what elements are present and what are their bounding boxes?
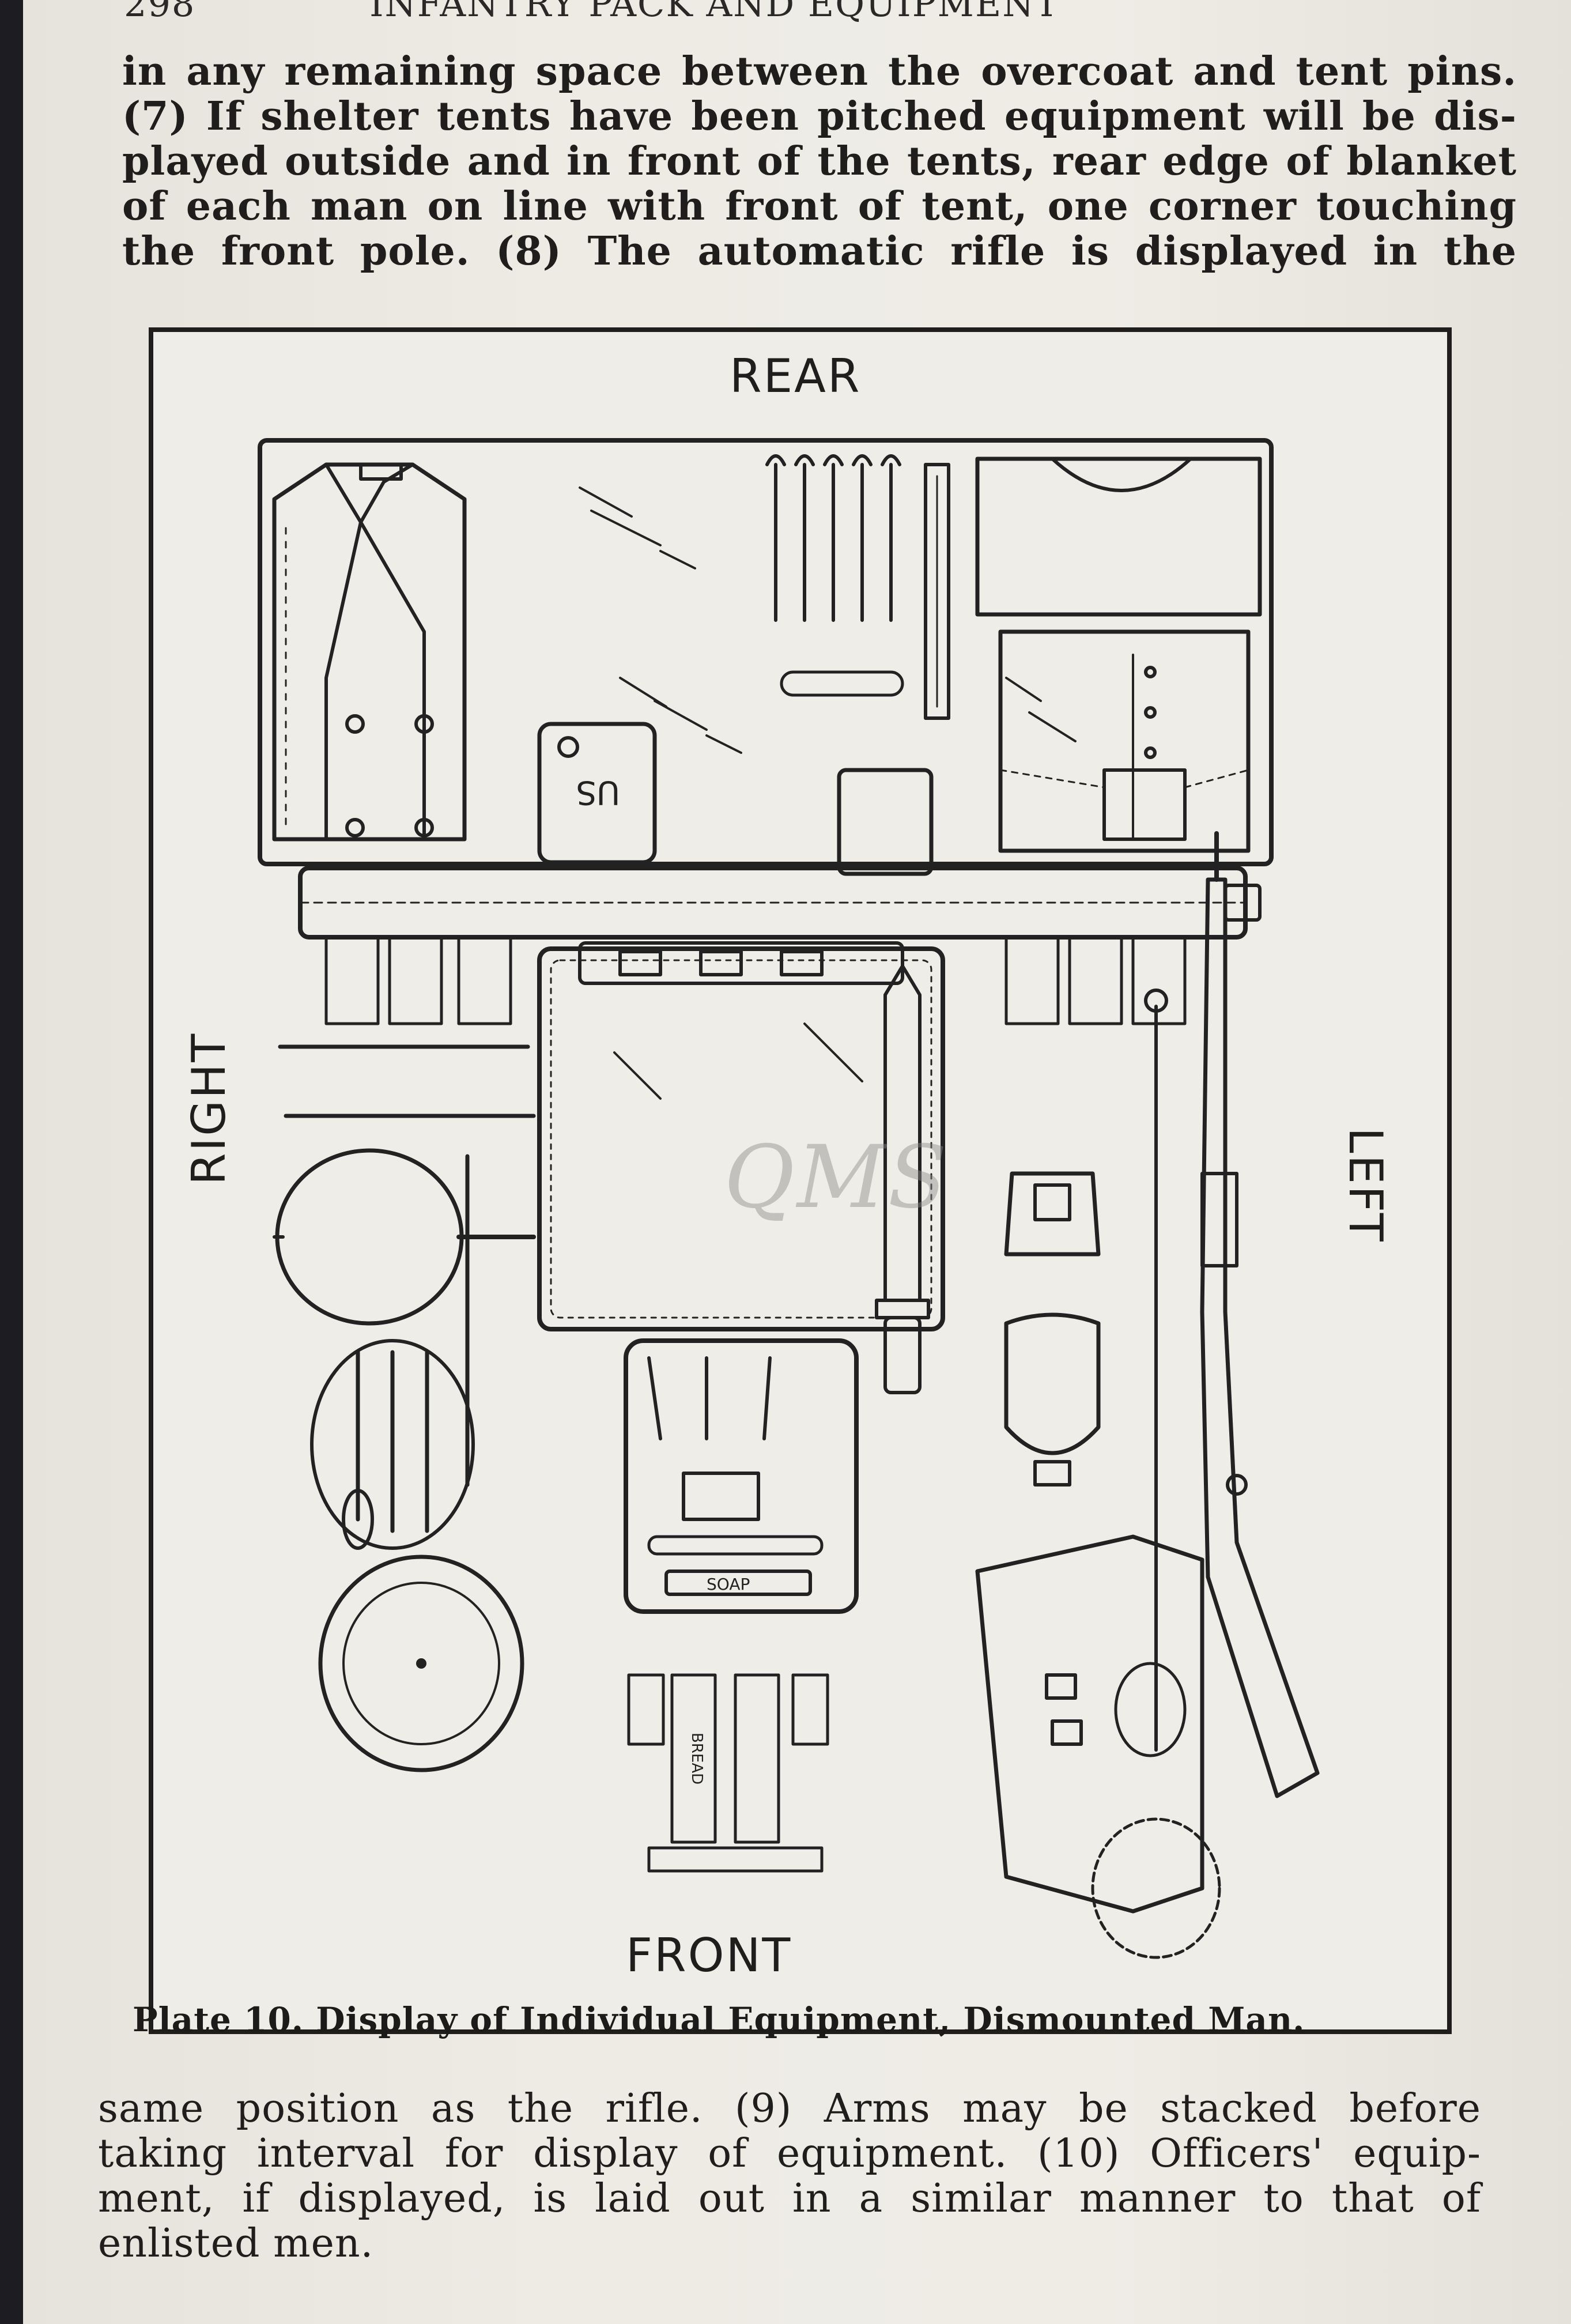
canteen [1004, 1312, 1101, 1487]
condiment-can [1004, 1171, 1101, 1257]
text-line: taking interval for display of equipment… [98, 2131, 1481, 2176]
text-line: same position as the rifle. (9) Arms may… [98, 2086, 1481, 2131]
toilet-articles-roll: SOAP [624, 1338, 859, 1614]
undershirt [975, 456, 1262, 853]
front-label: FRONT [626, 1929, 792, 1982]
blanket-shading [579, 486, 1077, 754]
equipment-drawing: US [258, 438, 1320, 1959]
text-line: in any remaining space between the overc… [122, 48, 1517, 95]
belt-pockets [324, 935, 1187, 1025]
plate-caption: Plate 10. Display of Individual Equipmen… [133, 2000, 1305, 2039]
text-line: enlisted men. [98, 2221, 374, 2266]
plate-illustration: REAR FRONT RIGHT LEFT [149, 327, 1452, 2034]
bayonet [875, 964, 930, 1394]
bread-label: BREAD [688, 1733, 705, 1784]
pack-carrier [975, 1534, 1221, 1959]
condiment-can-lid [318, 1555, 524, 1772]
cartridge-belt [298, 768, 1262, 940]
text-line: (7) If shelter tents have been pitched e… [122, 93, 1517, 139]
text-line: of each man on line with front of tent, … [122, 183, 1517, 229]
tent-pole [924, 463, 950, 720]
reserve-ration-packets: BREAD [627, 1673, 829, 1873]
overcoat [272, 462, 467, 842]
blanket [258, 438, 1274, 866]
meat-can [273, 1148, 536, 1326]
bottom-paragraph: same position as the rifle. (9) Arms may… [98, 2087, 1481, 2266]
tent-stake [278, 1044, 536, 1118]
tent-rope [780, 670, 904, 697]
pouch-us-mark: US [576, 774, 620, 811]
watermark-logo: QMS [724, 1127, 950, 1228]
soap-label: SOAP [707, 1575, 750, 1594]
rear-label: REAR [730, 349, 862, 403]
background-edge [0, 0, 23, 2324]
haversack [537, 941, 945, 1331]
rifle [1200, 831, 1320, 1798]
first-aid-pouch: US [537, 722, 657, 865]
text-line: ment, if displayed, is laid out in a sim… [98, 2176, 1481, 2221]
running-head: 298 INFANTRY PACK AND EQUIPMENT [124, 0, 1060, 25]
top-paragraph: in any remaining space between the overc… [122, 49, 1517, 274]
tent-pins [765, 454, 901, 622]
text-line: played outside and in front of the tents… [122, 138, 1517, 184]
running-head-title: INFANTRY PACK AND EQUIPMENT [369, 0, 1060, 25]
book-page: 298 INFANTRY PACK AND EQUIPMENT in any r… [23, 0, 1571, 2324]
mess-utensils [310, 1154, 475, 1550]
text-line: the front pole. (8) The automatic rifle … [122, 228, 1517, 274]
page-number: 298 [124, 0, 196, 25]
